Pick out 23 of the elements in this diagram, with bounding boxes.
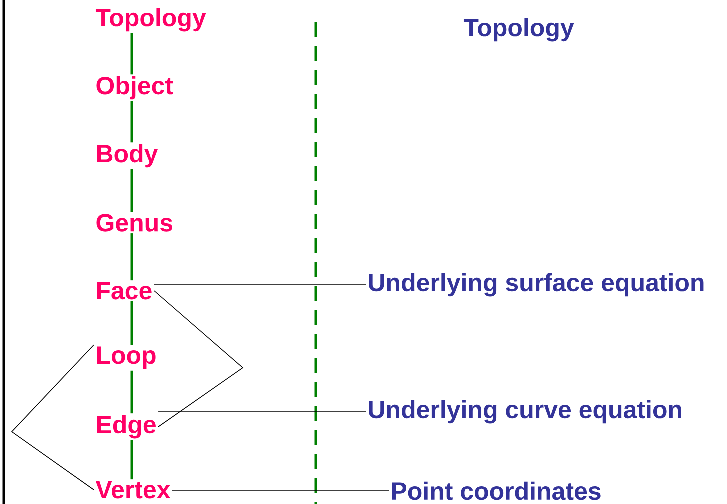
term-label: Object	[96, 76, 174, 100]
term-label: Loop	[97, 346, 156, 370]
term-label: Face	[97, 282, 152, 300]
connector-line	[130, 101, 134, 143]
connector-line	[130, 370, 134, 414]
term-label: Topology	[96, 8, 206, 32]
term-label: Vertex	[96, 481, 171, 499]
attribute-label: Underlying curve equation	[369, 400, 682, 424]
term-label: Edge	[97, 415, 156, 439]
connector-line	[130, 440, 134, 480]
attribute-label: Underlying surface equation	[369, 273, 704, 297]
column-heading: Topology	[464, 18, 574, 42]
connector-line	[130, 301, 134, 346]
connector-line	[11, 344, 94, 490]
term-label: Genus	[96, 214, 172, 232]
connector-line	[154, 290, 244, 428]
connector-line	[172, 490, 390, 492]
attribute-label: Point coordinates	[392, 482, 601, 500]
connector-line	[154, 284, 366, 286]
term-label: Body	[97, 144, 158, 168]
connector-line	[130, 33, 134, 75]
connector-line	[130, 169, 134, 212]
connector-line	[130, 234, 134, 281]
